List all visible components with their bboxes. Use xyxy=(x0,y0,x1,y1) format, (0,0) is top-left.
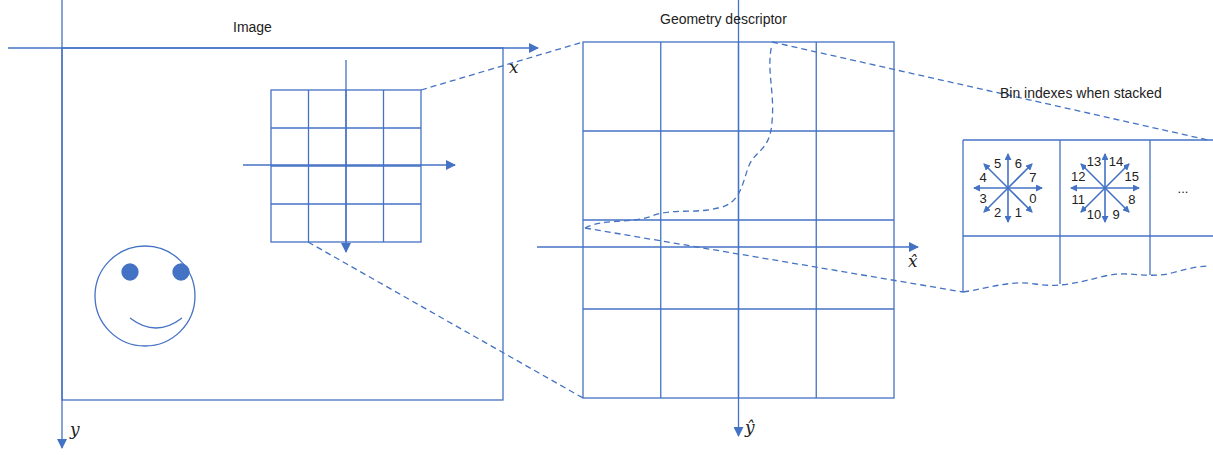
bin-index: 7 xyxy=(1028,171,1037,184)
bin-index: 12 xyxy=(1070,170,1086,183)
bin-index: 3 xyxy=(978,192,987,205)
bin-index: 11 xyxy=(1070,193,1086,206)
smiley-eye xyxy=(122,264,138,280)
bin-index: 4 xyxy=(978,171,987,184)
patch-axis xyxy=(345,60,346,252)
bin-index: 13 xyxy=(1086,155,1102,168)
ellipsis: ... xyxy=(1177,182,1190,195)
bin-cell: ... xyxy=(1150,140,1208,236)
patch-axis xyxy=(243,164,455,165)
smiley-eye xyxy=(173,264,189,280)
orientation-arrows xyxy=(1071,154,1139,222)
panel-title: Image xyxy=(233,20,272,35)
bin-cell: 89 1011 1213 1415 xyxy=(1060,140,1150,236)
axis-label: ŷ xyxy=(745,418,755,437)
bin-index: 14 xyxy=(1108,155,1124,168)
axis-label: x̂ xyxy=(908,252,918,271)
y-axis xyxy=(61,0,62,448)
bin-index: 1 xyxy=(1014,206,1023,219)
smiley-face xyxy=(95,246,195,346)
orientation-arrows xyxy=(974,154,1042,222)
axis-label: y xyxy=(70,420,80,439)
bin-panel xyxy=(963,140,1213,292)
x-axis xyxy=(8,47,538,48)
bin-index: 6 xyxy=(1014,157,1023,170)
bin-index: 9 xyxy=(1111,208,1120,221)
descriptor-axis xyxy=(738,0,739,436)
panel-title: Geometry descriptor xyxy=(660,12,787,27)
bin-index: 8 xyxy=(1127,193,1136,206)
bin-index: 0 xyxy=(1028,192,1037,205)
bin-index: 15 xyxy=(1124,170,1140,183)
bin-index: 5 xyxy=(993,157,1002,170)
zoom-line xyxy=(308,42,583,398)
axis-label: x xyxy=(509,58,519,77)
bin-cell: 0123 4567 xyxy=(963,140,1060,236)
bin-index: 2 xyxy=(993,206,1002,219)
image-frame xyxy=(62,48,503,400)
bin-index: 10 xyxy=(1086,208,1102,221)
smiley-mouth xyxy=(130,318,182,328)
zoom-line xyxy=(585,42,1210,292)
panel-title: Bin indexes when stacked xyxy=(1000,86,1162,101)
descriptor-axis xyxy=(537,246,918,247)
